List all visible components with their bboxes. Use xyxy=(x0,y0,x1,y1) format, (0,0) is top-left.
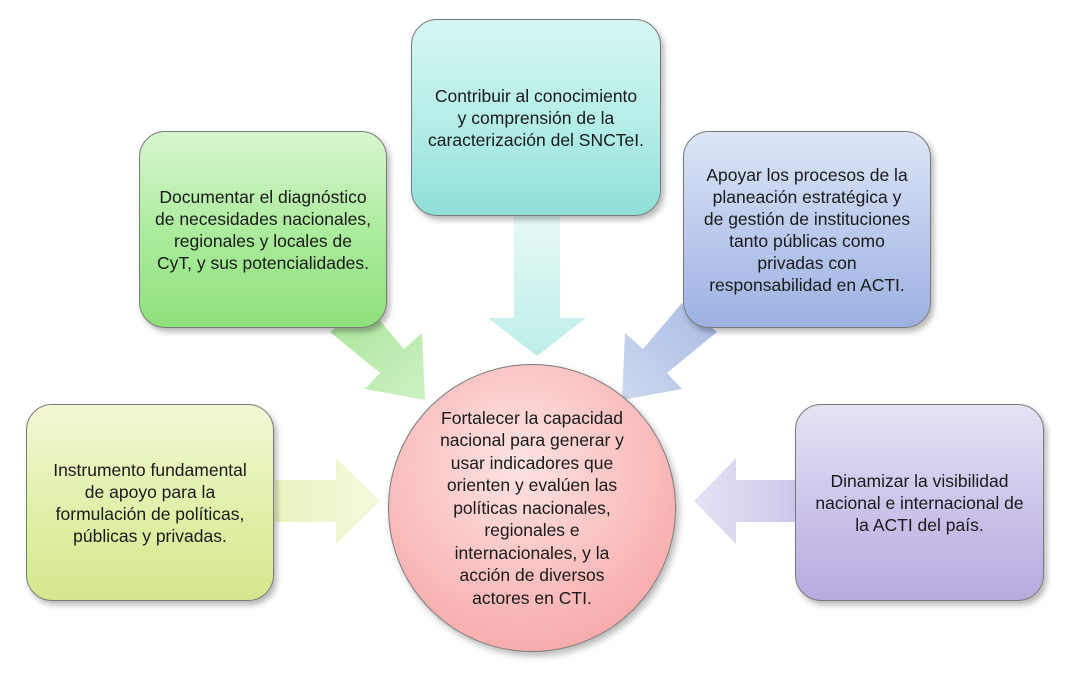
node-top-left-text: Documentar el diagnóstico de necesidades… xyxy=(155,186,371,273)
node-top-text: Contribuir al conocimiento y comprensión… xyxy=(428,85,644,150)
node-top: Contribuir al conocimiento y comprensión… xyxy=(411,19,661,216)
node-top-left: Documentar el diagnóstico de necesidades… xyxy=(139,131,387,328)
center-circle: Fortalecer la capacidad nacional para ge… xyxy=(388,364,676,652)
node-right-text: Dinamizar la visibilidad nacional e inte… xyxy=(815,470,1024,535)
arrow-top xyxy=(488,216,586,356)
node-left-text: Instrumento fundamental de apoyo para la… xyxy=(53,459,247,546)
node-top-right: Apoyar los procesos de la planeación est… xyxy=(683,131,931,328)
node-top-right-text: Apoyar los procesos de la planeación est… xyxy=(703,164,911,295)
node-right: Dinamizar la visibilidad nacional e inte… xyxy=(795,404,1044,601)
node-left: Instrumento fundamental de apoyo para la… xyxy=(26,404,274,601)
arrow-left xyxy=(275,458,380,544)
center-circle-text: Fortalecer la capacidad nacional para ge… xyxy=(440,407,624,608)
arrow-top-right xyxy=(622,303,717,400)
arrow-right xyxy=(694,458,795,544)
